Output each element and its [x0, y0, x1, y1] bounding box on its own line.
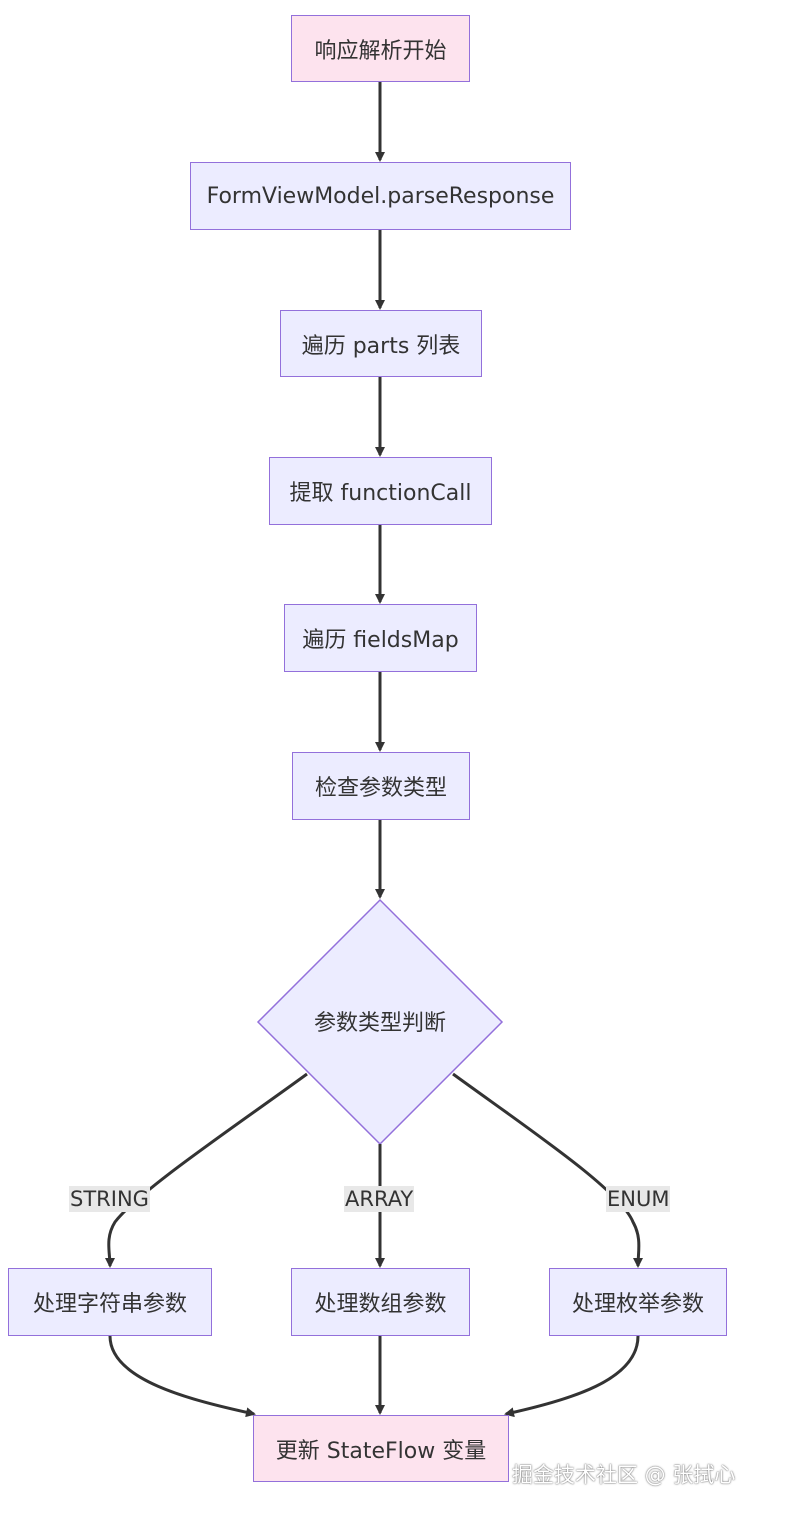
edge-decision-to-string — [104, 1072, 308, 1268]
watermark: 掘金技术社区 @ 张拭心 — [512, 1463, 736, 1487]
node-handle-enum: 处理枚举参数 — [549, 1268, 727, 1336]
node-iterate-fields-map: 遍历 fieldsMap — [284, 604, 477, 672]
node-extract-function-call: 提取 functionCall — [269, 457, 492, 525]
edge-enum-to-update — [504, 1335, 640, 1418]
node-parse-response: FormViewModel.parseResponse — [190, 162, 571, 230]
edge-label-string: STRING — [69, 1186, 150, 1212]
node-handle-string: 处理字符串参数 — [8, 1268, 212, 1336]
edge-label-enum: ENUM — [606, 1186, 671, 1212]
edge-string-to-update — [108, 1335, 256, 1418]
node-start: 响应解析开始 — [291, 15, 470, 82]
node-check-param-type: 检查参数类型 — [292, 752, 470, 820]
edge-decision-to-enum — [452, 1072, 644, 1268]
node-param-type-decision-label: 参数类型判断 — [313, 1011, 446, 1036]
node-iterate-parts: 遍历 parts 列表 — [280, 310, 482, 377]
node-handle-array: 处理数组参数 — [291, 1268, 470, 1336]
node-update-stateflow: 更新 StateFlow 变量 — [253, 1415, 509, 1482]
edge-label-array: ARRAY — [344, 1186, 415, 1212]
